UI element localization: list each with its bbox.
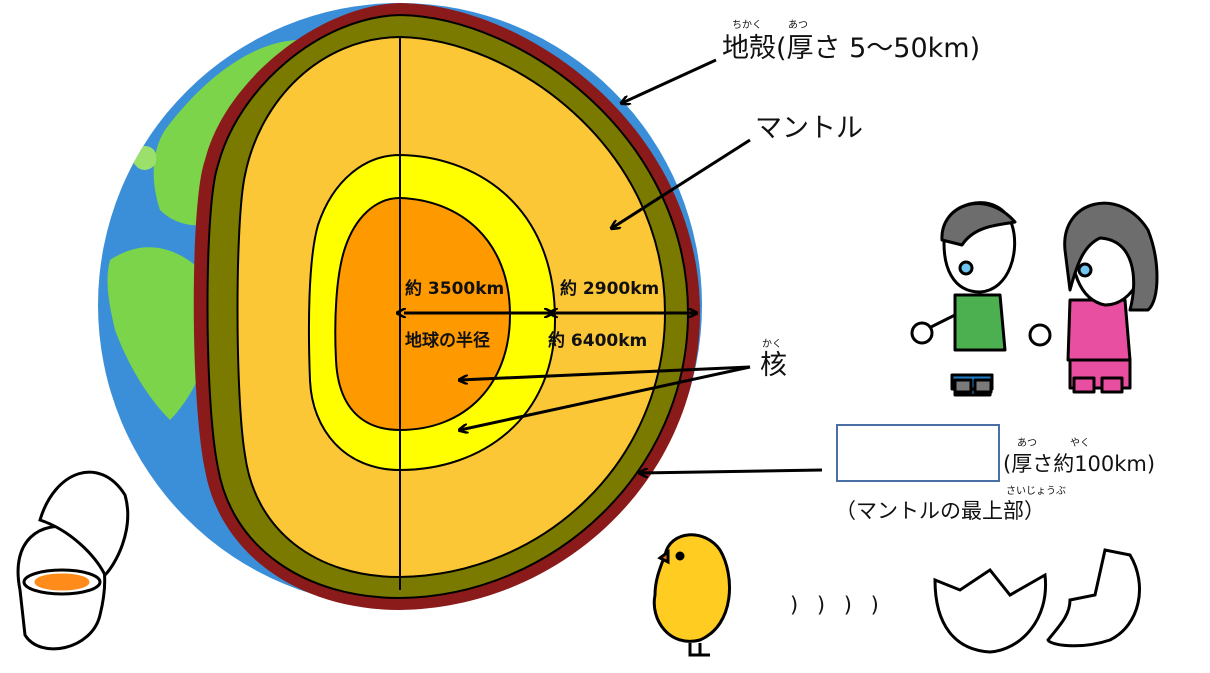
eggshell-illustration	[933, 548, 1142, 654]
plate-approx-ruby: やく	[1070, 438, 1090, 449]
answer-box[interactable]	[836, 424, 1000, 482]
core-radius-label: 約 3500km	[405, 279, 505, 299]
chick-illustration	[652, 533, 731, 657]
plate-thickness-ruby: あつ	[1017, 438, 1037, 449]
plate-note-ruby: さいじょうぶ	[1006, 486, 1066, 497]
outer-core-pointer-arrow	[460, 365, 751, 430]
crust-ruby: ちかく	[732, 20, 762, 31]
crust-label: 地殻(厚さ 5～50km)	[722, 33, 981, 64]
time-passing-marks: ) ) ) )	[790, 593, 885, 617]
core-label: 核	[760, 350, 787, 381]
earth-radius-label: 地球の半径	[405, 331, 490, 351]
mantle-label: マントル	[755, 113, 863, 144]
mantle-pointer-arrow	[612, 138, 751, 228]
crust-thickness-ruby: あつ	[788, 20, 808, 31]
open-egg-illustration	[16, 470, 130, 651]
mantle-thickness-label: 約 2900km	[560, 279, 660, 299]
plate-pointer-arrow	[640, 470, 823, 473]
boy-illustration	[910, 201, 1017, 397]
plate-thickness-label: (厚さ約100km)	[1003, 452, 1156, 476]
core-ruby: かく	[762, 339, 782, 350]
earth-radius-value: 約 6400km	[548, 331, 648, 351]
inner-core-pointer-arrow	[460, 365, 751, 380]
plate-note-label: （マントルの最上部）	[835, 499, 1045, 523]
girl-illustration	[1028, 201, 1159, 394]
crust-pointer-arrow	[622, 58, 717, 103]
